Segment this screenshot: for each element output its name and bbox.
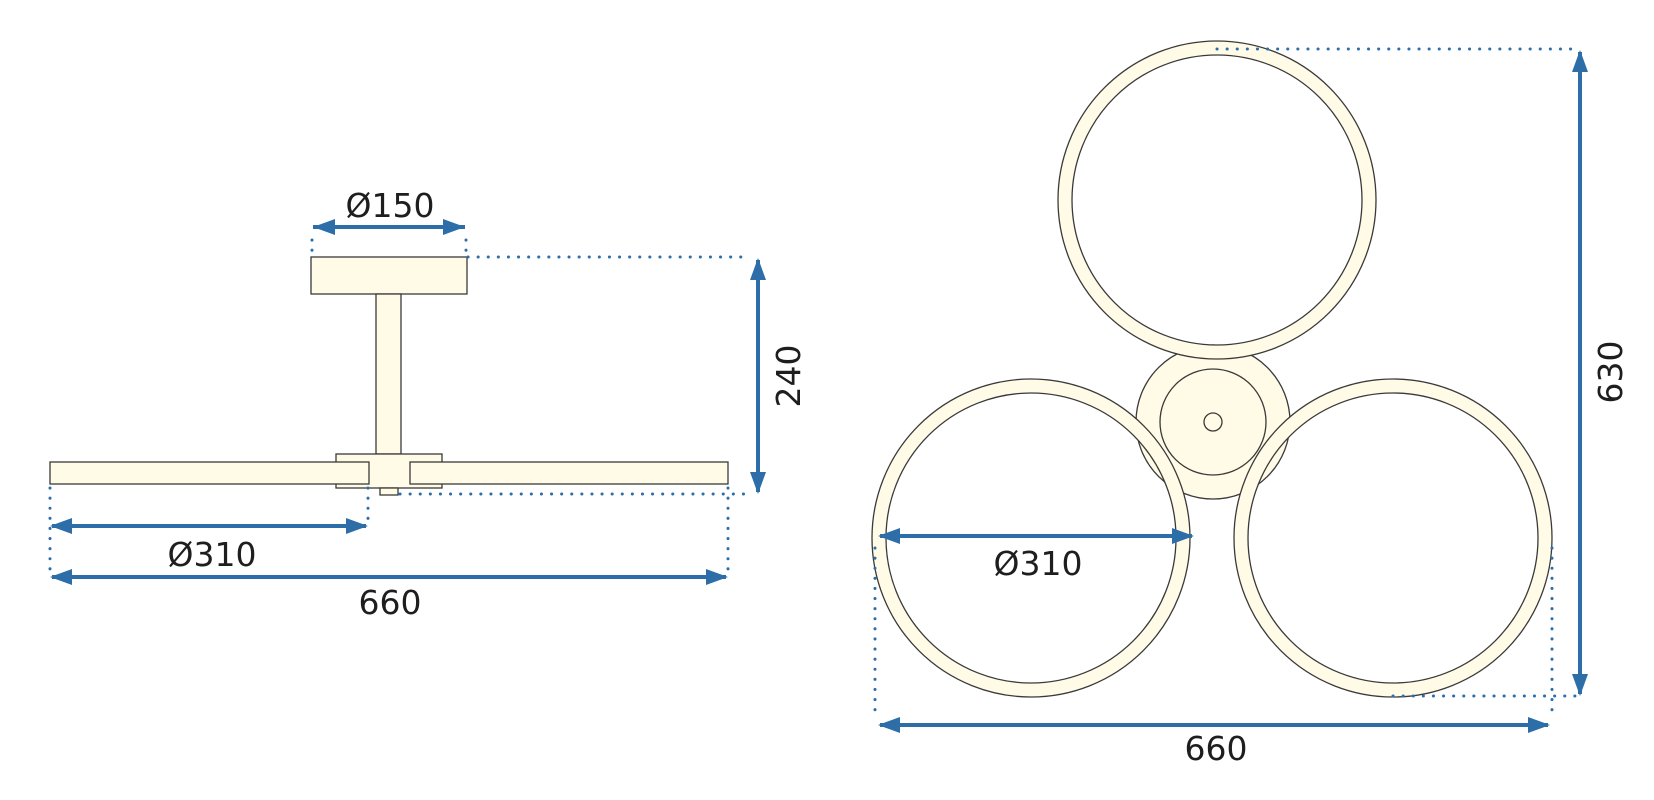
bottom-nub <box>379 487 399 496</box>
rod <box>375 293 402 455</box>
top-ring-diameter-label: Ø310 <box>994 544 1083 583</box>
side-view: Ø150 240 Ø310 660 <box>48 186 808 622</box>
top-total-width-label: 660 <box>1185 729 1248 768</box>
top-ring <box>1057 40 1377 360</box>
top-total-height-label: 630 <box>1591 341 1630 404</box>
side-ring-diameter-label: Ø310 <box>168 535 257 574</box>
height-label: 240 <box>769 345 808 408</box>
top-view: Ø310 660 630 <box>871 40 1630 768</box>
base-center <box>1203 412 1223 432</box>
right-arm <box>409 461 729 485</box>
side-total-width-label: 660 <box>359 583 422 622</box>
canopy <box>310 256 468 295</box>
left-arm <box>49 461 370 485</box>
right-ring <box>1233 378 1553 698</box>
canopy-diameter-label: Ø150 <box>346 186 435 225</box>
